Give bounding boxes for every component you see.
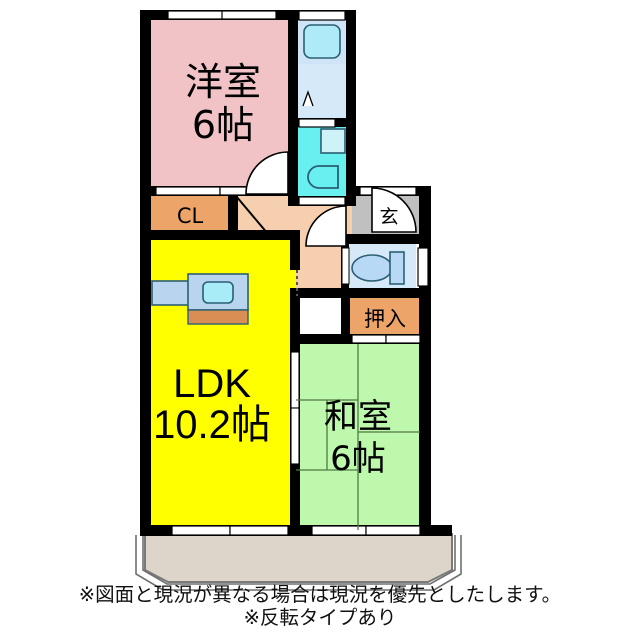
label-washitsu-name: 和室 (324, 397, 392, 437)
bath-fixtures (302, 24, 341, 107)
caption-line-2: ※反転タイプあり (243, 606, 397, 629)
door-swings-group (235, 151, 417, 247)
wall-ldk-top (238, 230, 300, 240)
opening-washroom-top (298, 118, 336, 128)
label-yoshitsu-name: 洋室 (185, 60, 261, 104)
door-oshiire-right (385, 334, 421, 344)
label-washitsu-size: 6帖 (330, 439, 386, 479)
label-closet-cl: CL (177, 204, 204, 228)
kitchen-cabinet-front (187, 309, 249, 325)
tatami-mat-lines (296, 344, 420, 530)
balcony-area (135, 533, 462, 591)
label-ldk-name: LDK (173, 362, 251, 406)
balcony-rail-inner (142, 535, 456, 585)
toilet-bowl-icon (351, 254, 393, 282)
wall-closet-bottom (140, 230, 240, 240)
wall-ldk-step (290, 240, 300, 270)
bathtub-icon (303, 24, 341, 59)
door-toilet (341, 247, 350, 285)
window-ldk-balcony-left (171, 525, 231, 536)
wall-toilet-bottom (346, 288, 431, 298)
label-genkan: 玄 (379, 206, 398, 228)
room-labels-group: 洋室 6帖 LDK 10.2帖 和室 6帖 CL 押入 玄 (153, 60, 406, 479)
wall-hall-bottom (290, 288, 346, 298)
kitchen-counter-return (151, 280, 190, 306)
window-ldk-balcony-right (229, 525, 289, 536)
toilet-fixtures (351, 251, 405, 285)
label-oshiire: 押入 (364, 307, 406, 331)
wall-right-entrance (419, 186, 431, 244)
wall-entrance-bottom (346, 234, 431, 244)
door-closet-slide-left (155, 186, 221, 196)
disclaimer-caption: ※図面と現況が異なる場合は現況を優先としたします。 ※反転タイプあり (0, 583, 640, 629)
wall-bath-right (346, 10, 356, 206)
door-swing-entrance (371, 187, 417, 233)
wall-left-outer (140, 10, 151, 536)
washroom-fixtures (307, 128, 346, 189)
vanity-basin-icon (307, 165, 339, 189)
caption-line-1: ※図面と現況が異なる場合は現況を優先としたします。 (78, 583, 562, 606)
fusuma-washitsu-lower (290, 407, 300, 465)
label-ldk-size: 10.2帖 (153, 403, 271, 447)
fixture-fill-oshiire (350, 296, 420, 338)
door-hinge-closet (235, 195, 269, 235)
bath-drain-icon (302, 90, 314, 107)
wall-bath-left (288, 10, 298, 206)
door-swing-ldk (305, 205, 347, 247)
door-oshiire-left (351, 334, 387, 344)
door-washroom-bottom (298, 196, 346, 206)
opening-toilet-right (417, 247, 429, 287)
fixture-fill-closet (150, 196, 230, 236)
label-yoshitsu-size: 6帖 (192, 103, 254, 147)
wall-oshiire-left (341, 292, 350, 338)
kitchen-sink-icon (202, 281, 234, 304)
door-swing-yoshitsu (245, 151, 289, 195)
room-fill-ldk (150, 240, 296, 530)
balcony-floor (144, 533, 453, 583)
wall-closet-right (228, 192, 238, 240)
balcony-rail-outer (135, 535, 462, 591)
window-washitsu-balcony-right (365, 525, 421, 536)
kitchen-fixtures (151, 273, 249, 325)
window-bath-top (298, 10, 346, 21)
washing-machine-icon (320, 128, 346, 154)
toilet-tank-icon (389, 251, 405, 285)
